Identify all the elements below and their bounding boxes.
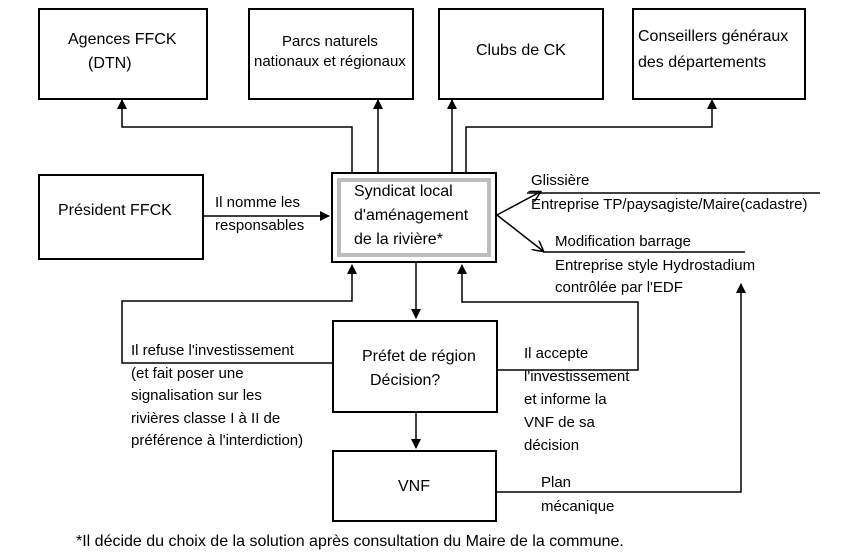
syndicat-line1: Syndicat local [354,183,453,200]
agences-line2: (DTN) [88,55,132,72]
box-agences-ffck: Agences FFCK (DTN) [38,8,208,100]
syndicat-line3: de la rivière* [354,231,443,248]
label-barrage-line2: Entreprise style Hydrostadium [555,257,756,274]
box-syndicat-local: Syndicat local d'aménagement de la riviè… [331,172,497,263]
arrow-accepte-to-syndicat [457,264,639,371]
label-accepte-line1: Il accepte [524,345,589,362]
parcs-line2: nationaux et régionaux [254,53,406,70]
agences-line1: Agences FFCK [68,31,177,48]
label-glissiere-line1: Glissière [531,172,590,189]
arrow-syndicat-to-conseillers [465,99,717,172]
clubs-line1: Clubs de CK [476,42,566,59]
arrow-syndicat-to-barrage [496,214,543,251]
prefet-line2: Décision? [370,372,441,389]
label-refuse-line3: signalisation sur les [131,387,262,404]
box-parcs-naturels: Parcs naturels nationaux et régionaux [248,8,414,100]
label-refuse-line2: (et fait poser une [131,365,244,382]
label-accepte-line5: décision [524,437,580,454]
label-accepte-line2: l'investissement [524,368,630,385]
label-nomme-line2: responsables [215,217,305,234]
syndicat-line2: d'aménagement [354,207,469,224]
label-accepte-line3: et informe la [524,391,607,408]
arrow-syndicat-to-agences [117,99,353,172]
arrow-vnf-to-barrage [497,283,746,493]
box-clubs-ck: Clubs de CK [438,8,604,100]
label-plan-line1: Plan [541,474,572,491]
box-conseillers-generaux: Conseillers généraux des départements [632,8,806,100]
label-accepte-line4: VNF de sa [524,414,595,431]
label-nomme-line1: Il nomme les [215,194,301,211]
box-president-ffck: Président FFCK [38,174,204,260]
footnote: *Il décide du choix de la solution après… [76,533,624,550]
label-refuse-line4: rivières classe I à II de [131,410,281,427]
arrow-refuse-to-syndicat [121,264,357,364]
label-refuse-line5: préférence à l'interdiction) [131,432,304,449]
label-refuse-line1: Il refuse l'investissement [131,342,294,359]
conseillers-line2: des départements [638,54,767,71]
vnf-line1: VNF [398,478,430,495]
prefet-line1: Préfet de région [362,348,476,365]
box-prefet-region: Préfet de région Décision? [332,320,498,413]
label-barrage-line1: Modification barrage [555,233,691,250]
syndicat-inner-frame [337,178,491,257]
label-barrage-line3: contrôlée par l'EDF [555,279,683,296]
label-glissiere-line2: Entreprise TP/paysagiste/Maire(cadastre) [531,196,808,213]
president-line1: Président FFCK [58,202,172,219]
arrow-syndicat-to-glissiere [496,192,540,216]
label-plan-line2: mécanique [541,498,615,515]
conseillers-line1: Conseillers généraux [638,28,789,45]
box-vnf: VNF [332,450,497,522]
parcs-line1: Parcs naturels [282,33,378,50]
